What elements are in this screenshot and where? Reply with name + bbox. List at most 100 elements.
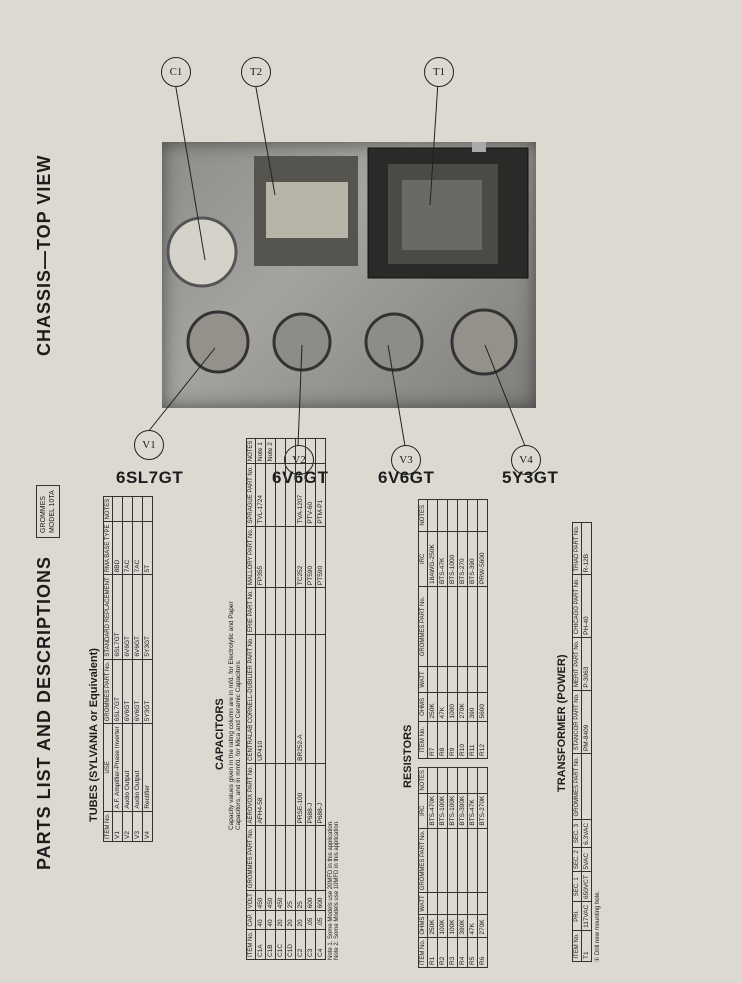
cell: 47K xyxy=(467,914,478,938)
cell: PH-40 xyxy=(581,574,592,638)
cell: 47K xyxy=(437,692,448,722)
cell xyxy=(265,526,276,588)
th-aerovox: AEROVOX PART No. xyxy=(246,763,256,826)
cell xyxy=(467,828,478,893)
cell: 6SL7GT xyxy=(112,659,123,724)
th-sec2: SEC. 2 xyxy=(572,847,582,872)
th-grommes: GROMMES PART No. xyxy=(418,828,428,893)
th-watt: WATT xyxy=(418,892,428,915)
cell: 250K xyxy=(427,914,438,938)
th-notes: NOTES xyxy=(103,496,113,522)
cell: R9 xyxy=(447,721,458,759)
cell: 390 xyxy=(467,692,478,722)
cell xyxy=(477,499,488,532)
cell: R7 xyxy=(427,721,438,759)
cell: Rectifier xyxy=(142,723,153,812)
cell: 40 xyxy=(265,910,276,930)
cell: 25 xyxy=(295,890,306,911)
cell: 5VAC xyxy=(581,847,592,872)
cell: 20 xyxy=(275,910,286,930)
cell: 20 xyxy=(295,910,306,930)
th-notes: NOTES xyxy=(418,767,428,794)
resistors-table-2: ITEM No. OHMS WATT GROMMES PART No. IRC … xyxy=(418,499,488,759)
cell: V1 xyxy=(112,811,123,842)
callout-v3: V3 xyxy=(391,445,421,475)
cell xyxy=(275,463,286,527)
transformer-footnote: ① Drill new mounting hole. xyxy=(595,890,601,962)
th-erie: ERIE PART No. xyxy=(246,587,256,635)
table-row: C1B 40 450 Note 2 xyxy=(265,438,276,960)
cell: TVA-1207 xyxy=(295,463,306,527)
th-item: ITEM No. xyxy=(418,937,428,968)
table-row: V4 Rectifier 5Y3GT 5Y3GT 5T xyxy=(142,496,153,842)
th-grommes: GROMMES PART No. xyxy=(246,826,256,891)
cell: 600 xyxy=(315,890,326,911)
cell: R1 xyxy=(427,937,438,968)
cell: 7AC xyxy=(132,521,143,575)
cell: FP355 xyxy=(255,526,266,588)
cell xyxy=(457,892,468,915)
cell: .05 xyxy=(305,910,316,930)
cell xyxy=(265,587,276,635)
cell xyxy=(437,828,448,893)
cell xyxy=(447,892,458,915)
tube-label-v3: 6V6GT xyxy=(378,468,435,487)
cell xyxy=(265,763,276,826)
cell xyxy=(285,438,296,464)
resistors-table-1: ITEM No. OHMS WATT GROMMES PART No. IRC … xyxy=(418,767,488,968)
cell xyxy=(457,767,468,794)
cell: 20 xyxy=(285,910,296,930)
capacitors-title: CAPACITORS xyxy=(214,698,226,770)
cell xyxy=(457,666,468,693)
callout-c1: C1 xyxy=(161,57,191,87)
cell: R6 xyxy=(477,937,488,968)
cell: Note 1 xyxy=(255,438,266,464)
cell: 100K xyxy=(447,914,458,938)
cell: BTS-390K xyxy=(457,793,468,829)
cell: C1A xyxy=(255,929,266,960)
cell: 7AC xyxy=(122,521,133,575)
cell xyxy=(467,586,478,667)
cell: A.F. Amplifier-Phase Inverter xyxy=(112,723,123,812)
cell: AFH4-58 xyxy=(255,763,266,826)
cell xyxy=(427,767,438,794)
cell xyxy=(285,587,296,635)
cell xyxy=(447,666,458,693)
cell: 5Y3GT xyxy=(142,659,153,724)
th-volt: VOLT xyxy=(246,890,256,911)
cell: UP410 xyxy=(255,634,266,764)
cell: 40 xyxy=(255,910,266,930)
cell: BR252-A xyxy=(295,634,306,764)
cell: PT590 xyxy=(315,526,326,588)
callout-v4: V4 xyxy=(511,445,541,475)
cell xyxy=(275,587,286,635)
cell: R3 xyxy=(447,937,458,968)
th-centralab: CENTRALAB CORNELL-DUBILIER PART No. xyxy=(246,634,256,764)
th-mallory: MALLORY PART No. xyxy=(246,526,256,588)
cell: 270K xyxy=(457,692,468,722)
cell: 5600 xyxy=(477,692,488,722)
cell xyxy=(295,587,306,635)
cell xyxy=(467,767,478,794)
cell: 450 xyxy=(275,890,286,911)
cell xyxy=(315,634,326,764)
cell: BTS-47K xyxy=(467,793,478,829)
cell xyxy=(427,499,438,532)
cell xyxy=(315,826,326,891)
table-row: C1A 40 450 AFH4-58 UP410 FP355 TVL-1724 … xyxy=(255,438,266,960)
tube-label-v4: 5Y3GT xyxy=(502,468,559,487)
cell: V3 xyxy=(132,811,143,842)
cell xyxy=(477,666,488,693)
cell xyxy=(447,828,458,893)
cell xyxy=(255,587,266,635)
cell: R5 xyxy=(467,937,478,968)
cell xyxy=(295,438,306,464)
table-row: T1 117VAC 650VCT 5VAC 6.3VAC PM-8409 P-3… xyxy=(581,522,592,962)
cell: 6V6GT xyxy=(122,659,133,724)
cell: PT590 xyxy=(305,526,316,588)
